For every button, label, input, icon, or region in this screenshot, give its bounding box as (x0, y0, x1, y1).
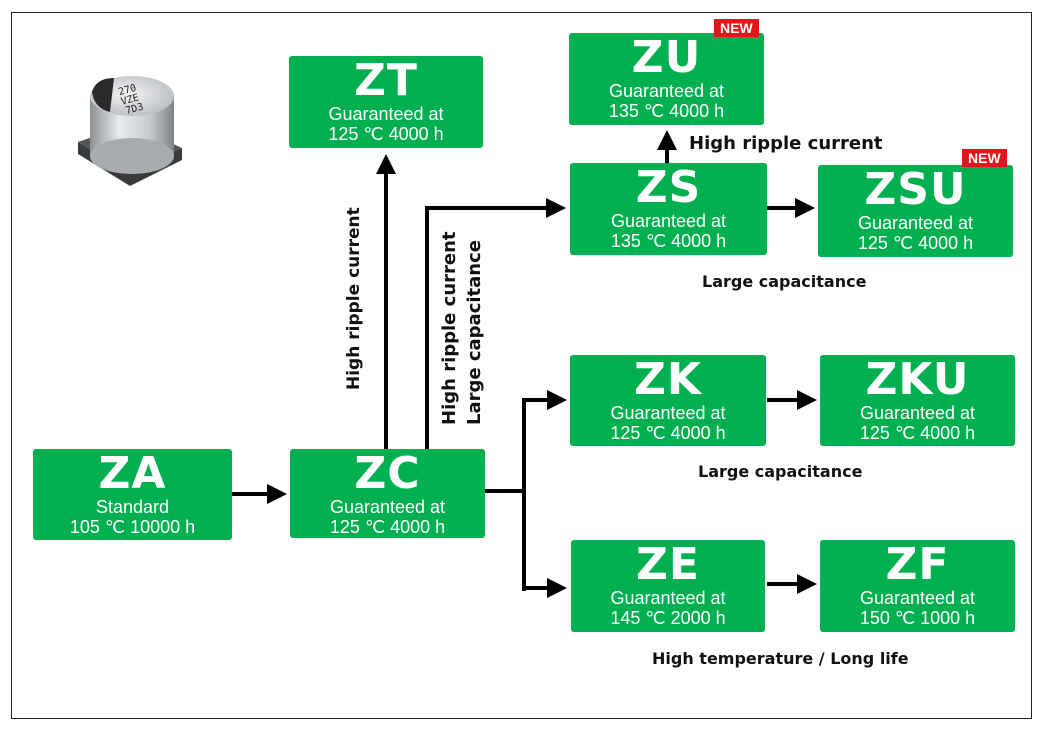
series-desc-line2: 125 ℃ 4000 h (859, 423, 976, 443)
series-desc-line1: Guaranteed at (857, 213, 974, 233)
series-desc-line2: 125 ℃ 4000 h (610, 423, 726, 443)
diagram-frame (11, 12, 1032, 719)
series-desc-line1: Guaranteed at (608, 81, 725, 101)
new-badge-zu: NEW (714, 19, 759, 37)
series-code: ZKU (865, 354, 970, 405)
arrow-branch-ze (522, 491, 567, 598)
series-box-za: ZA Standard 105 ℃ 10000 h (33, 449, 232, 540)
series-box-zk: ZK Guaranteed at 125 ℃ 4000 h (570, 355, 766, 446)
series-desc-line2: 125 ℃ 4000 h (857, 233, 974, 253)
series-code: ZC (354, 448, 421, 499)
series-desc-line2: 125 ℃ 4000 h (328, 124, 444, 144)
series-box-zs: ZS Guaranteed at 135 ℃ 4000 h (570, 163, 767, 255)
series-box-zsu: ZSU Guaranteed at 125 ℃ 4000 h (818, 165, 1013, 257)
series-code: ZA (98, 448, 167, 499)
series-code: ZS (635, 162, 702, 213)
capacitor-image: 270 VZE 7D3 (78, 76, 182, 186)
series-desc-line2: 150 ℃ 1000 h (859, 608, 976, 628)
series-box-ze: ZE Guaranteed at 145 ℃ 2000 h (571, 540, 765, 632)
series-desc-line1: Guaranteed at (610, 403, 726, 423)
series-box-zc: ZC Guaranteed at 125 ℃ 4000 h (290, 449, 485, 538)
label-high-ripple-current-zs: High ripple current (439, 231, 460, 425)
series-code: ZF (885, 539, 950, 590)
series-desc-line2: 135 ℃ 4000 h (608, 101, 725, 121)
label-large-capacitance-zku: Large capacitance (698, 462, 863, 481)
series-desc-line2: 105 ℃ 10000 h (69, 517, 196, 537)
arrow-branch-zk (522, 390, 567, 591)
series-box-zu: ZU Guaranteed at 135 ℃ 4000 h (569, 33, 764, 125)
series-desc-line1: Standard (95, 497, 170, 517)
series-code: ZE (636, 539, 700, 590)
capacitor-marking-2: VZE (120, 92, 140, 107)
series-code: ZK (634, 354, 702, 405)
series-desc-line2: 145 ℃ 2000 h (610, 608, 726, 628)
series-desc-line1: Guaranteed at (610, 211, 727, 231)
series-desc-line1: Guaranteed at (328, 104, 444, 124)
series-code: ZT (354, 55, 418, 106)
label-large-capacitance-zs: Large capacitance (464, 240, 485, 425)
series-desc-line1: Guaranteed at (859, 588, 976, 608)
series-desc-line2: 135 ℃ 4000 h (610, 231, 727, 251)
label-high-temp-long-life: High temperature / Long life (652, 649, 909, 668)
label-high-ripple-current-zt: High ripple current (344, 207, 364, 390)
capacitor-marking-3: 7D3 (124, 102, 144, 117)
series-desc-line1: Guaranteed at (610, 588, 726, 608)
label-large-capacitance-zsu: Large capacitance (702, 272, 867, 291)
arrow-zc-zs (425, 198, 566, 449)
series-desc-line1: Guaranteed at (859, 403, 976, 423)
capacitor-marking-1: 270 (117, 83, 137, 98)
series-box-zt: ZT Guaranteed at 125 ℃ 4000 h (289, 56, 483, 148)
series-desc-line1: Guaranteed at (329, 497, 446, 517)
series-code: ZU (631, 32, 702, 83)
series-desc-line2: 125 ℃ 4000 h (329, 517, 446, 537)
label-high-ripple-current-zu: High ripple current (689, 133, 883, 154)
series-code: ZSU (864, 164, 967, 215)
series-box-zf: ZF Guaranteed at 150 ℃ 1000 h (820, 540, 1015, 632)
new-badge-zsu: NEW (962, 149, 1007, 167)
series-box-zku: ZKU Guaranteed at 125 ℃ 4000 h (820, 355, 1015, 446)
